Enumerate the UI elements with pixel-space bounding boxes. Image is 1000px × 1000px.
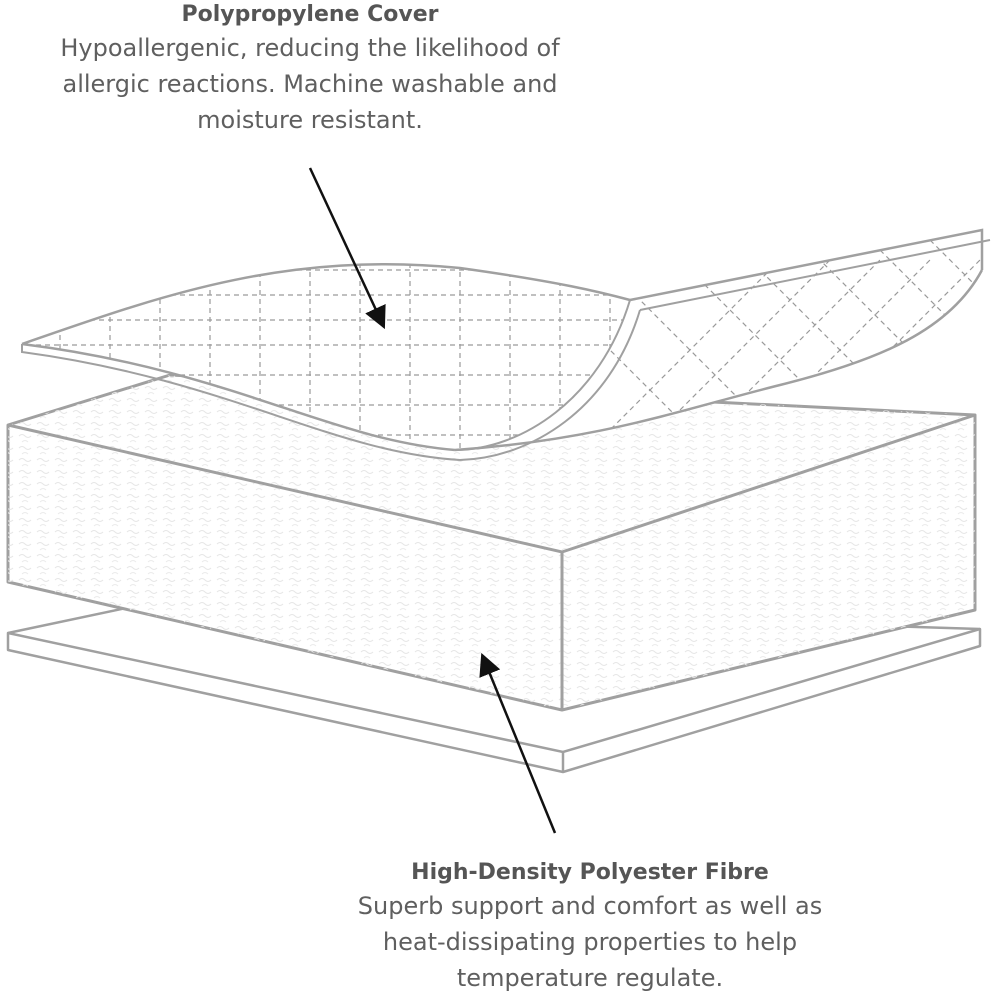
cover-title: Polypropylene Cover bbox=[181, 2, 439, 27]
cover-description-line: allergic reactions. Machine washable and bbox=[62, 70, 558, 98]
fibre-caption: High-Density Polyester Fibre Superb supp… bbox=[300, 858, 880, 996]
foam-block-layer bbox=[6, 373, 977, 712]
cover-pointer-arrow bbox=[308, 167, 386, 330]
fibre-title: High-Density Polyester Fibre bbox=[411, 860, 769, 885]
fibre-description-line: Superb support and comfort as well as bbox=[357, 892, 823, 920]
cover-description-line: moisture resistant. bbox=[197, 106, 423, 134]
cover-description-line: Hypoallergenic, reducing the likelihood … bbox=[60, 34, 560, 62]
fibre-pointer-arrow bbox=[479, 652, 557, 834]
cover-caption: Polypropylene Cover Hypoallergenic, redu… bbox=[20, 0, 600, 138]
fibre-description-line: heat-dissipating properties to help bbox=[382, 928, 798, 956]
fibre-description-line: temperature regulate. bbox=[456, 964, 724, 992]
